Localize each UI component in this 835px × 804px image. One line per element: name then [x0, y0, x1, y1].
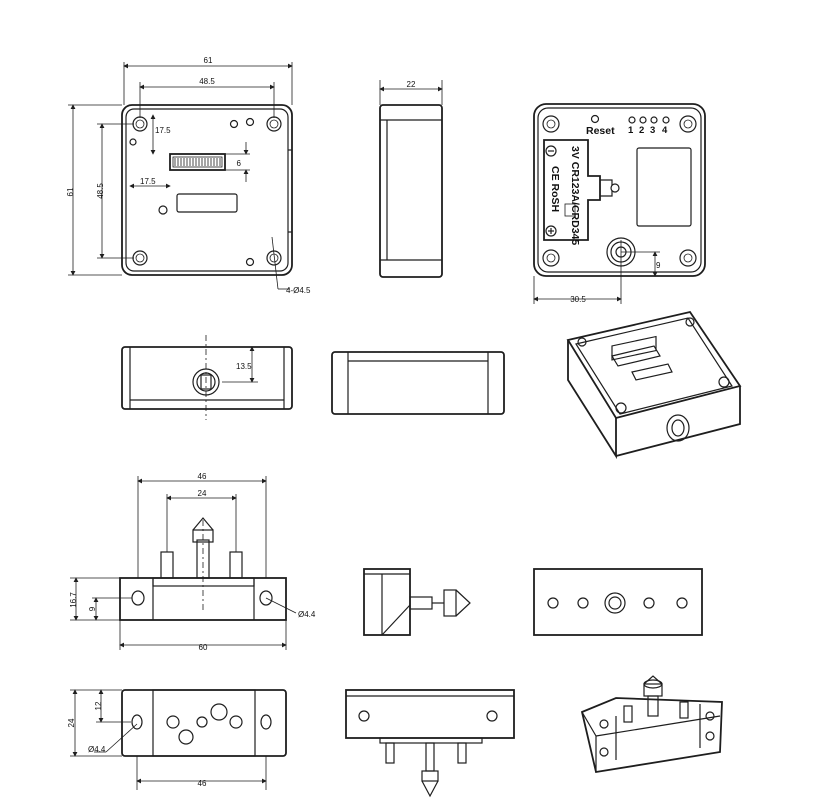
dim-base-height: 24 — [67, 718, 76, 727]
dim-side-depth: 22 — [407, 80, 416, 89]
base-isometric-view — [580, 675, 723, 774]
led-number-2: 2 — [639, 125, 644, 136]
battery-label: 3V CR123A/CRD345 — [569, 146, 581, 245]
back-view: Reset 1 2 3 4 3V CR123A/CRD345 CE RoSH 3… — [533, 103, 706, 304]
led-number-1: 1 — [628, 125, 634, 136]
base-plate-view: 24 12 Ø4.4 46 — [67, 689, 287, 790]
bolt-top-view — [533, 568, 703, 636]
base-hole-callout: Ø4.4 — [88, 745, 106, 754]
dim-base-hole-height: 12 — [94, 701, 103, 710]
dim-back-offset-y: 9 — [656, 261, 661, 270]
side-view: 22 — [379, 80, 443, 278]
front-view: 61 48.5 61 48.5 17.5 17.5 6 4-Ø4.5 — [66, 56, 311, 295]
dim-front-width: 61 — [204, 56, 213, 65]
bolt-side-view: 46 24 16.7 9 60 Ø4.4 — [69, 472, 316, 652]
dim-connector-top: 17.5 — [155, 126, 171, 135]
dim-base-width: 46 — [198, 779, 207, 788]
led-number-3: 3 — [650, 125, 655, 136]
dim-back-offset-x: 30.5 — [570, 295, 586, 304]
base-side-view — [345, 689, 515, 798]
dim-bolt-base-width: 60 — [199, 643, 208, 652]
dim-front-height: 61 — [66, 187, 75, 196]
led-number-4: 4 — [662, 125, 668, 136]
isometric-view — [566, 310, 742, 460]
dim-front-inner-width: 48.5 — [199, 77, 215, 86]
dim-front-inner-height: 48.5 — [96, 183, 105, 199]
bolt-hole-callout: Ø4.4 — [298, 610, 316, 619]
dim-connector-height: 6 — [237, 159, 242, 168]
certification-label: CE RoSH — [549, 166, 561, 212]
dim-bolt-pin-spacing: 24 — [198, 489, 207, 498]
dim-bolt-height: 16.7 — [69, 592, 78, 608]
dim-bottom-hole-height: 13.5 — [236, 362, 252, 371]
hole-callout: 4-Ø4.5 — [286, 286, 311, 295]
top-view — [331, 351, 505, 415]
bottom-view: 13.5 — [121, 335, 293, 420]
dim-connector-left: 17.5 — [140, 177, 156, 186]
dim-bolt-top-width: 46 — [198, 472, 207, 481]
bolt-end-view — [363, 568, 471, 636]
dim-bolt-hole-height: 9 — [88, 606, 97, 611]
reset-label: Reset — [586, 125, 615, 137]
